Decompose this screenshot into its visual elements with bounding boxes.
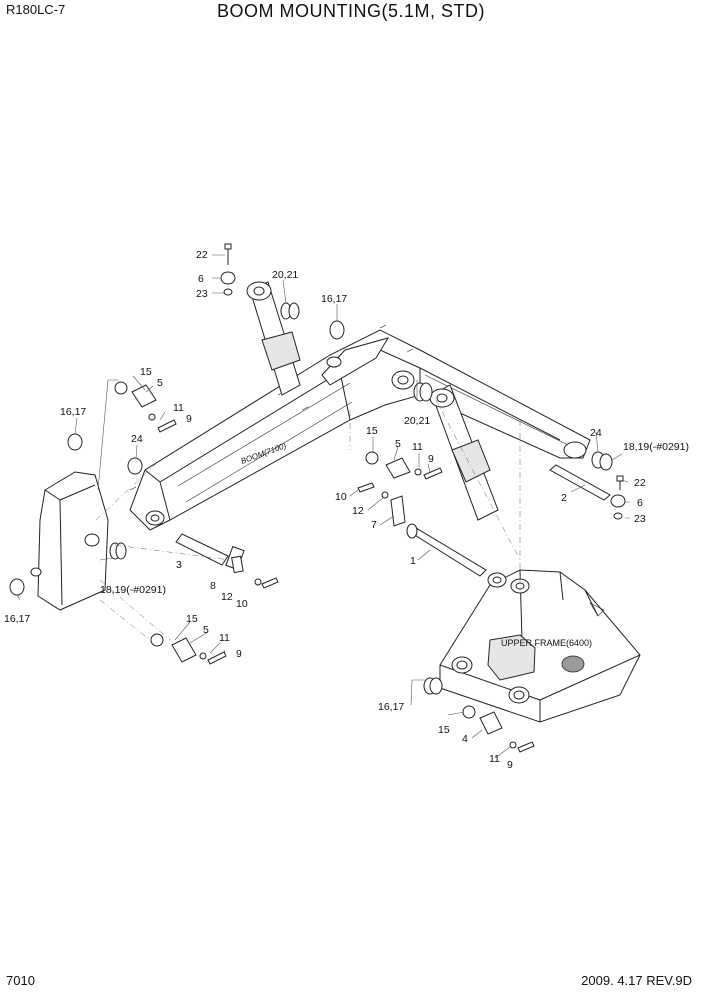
- upper-frame-note: UPPER FRAME(6400): [501, 638, 592, 648]
- callout: 3: [176, 559, 182, 571]
- callout: 16,17: [321, 293, 347, 305]
- callout: 2: [561, 492, 567, 504]
- boom-part: [129, 324, 591, 531]
- callout: 15: [186, 613, 198, 625]
- callout: 7: [371, 519, 377, 531]
- callout: 20,21: [272, 269, 298, 281]
- callout: 23: [196, 288, 208, 300]
- callout: 5: [203, 624, 209, 636]
- callout: 22: [196, 249, 208, 261]
- pin-1: [406, 523, 487, 577]
- callout: 9: [428, 453, 434, 465]
- pin-2: [549, 464, 611, 501]
- callout-labels: 22 6 23 20,21 16,17 15 5 11 9 16,17 24 3…: [4, 249, 689, 771]
- callout: 16,17: [4, 613, 30, 625]
- callout: 18,19(-#0291): [100, 584, 166, 596]
- callout: 15: [366, 425, 378, 437]
- callout: 1: [410, 555, 416, 567]
- callout: 6: [198, 273, 204, 285]
- callout: 6: [637, 497, 643, 509]
- boom-foot-cover: [30, 471, 109, 611]
- model-number: R180LC-7: [6, 2, 66, 17]
- callout: 16,17: [378, 701, 404, 713]
- callout: 4: [462, 733, 468, 745]
- boom-cylinder-upper: [246, 281, 301, 396]
- callout: 9: [186, 413, 192, 425]
- callout: 10: [335, 491, 347, 503]
- callout: 16,17: [60, 406, 86, 418]
- callout: 8: [210, 580, 216, 592]
- hardware: [9, 243, 626, 753]
- callout: 11: [412, 441, 423, 453]
- leader-lines: [16, 254, 630, 759]
- callout: 9: [236, 648, 242, 660]
- callout: 11: [173, 402, 184, 414]
- callout: 15: [140, 366, 152, 378]
- callout: 20,21: [404, 415, 430, 427]
- callout: 15: [438, 724, 450, 736]
- callout: 9: [507, 759, 513, 771]
- boom-cylinder-lower: [429, 384, 499, 521]
- callout: 5: [395, 438, 401, 450]
- callout: 12: [352, 505, 364, 517]
- callout: 24: [590, 427, 602, 439]
- page-title: BOOM MOUNTING(5.1M, STD): [217, 1, 485, 21]
- callout: 22: [634, 477, 646, 489]
- callout: 5: [157, 377, 163, 389]
- callout: 11: [489, 753, 500, 765]
- upper-frame-part: [439, 569, 641, 723]
- callout: 11: [219, 632, 230, 644]
- revision-date: 2009. 4.17 REV.9D: [581, 973, 692, 988]
- callout: 10: [236, 598, 248, 610]
- callout: 18,19(-#0291): [623, 441, 689, 453]
- page-number: 7010: [6, 973, 35, 988]
- callout: 24: [131, 433, 143, 445]
- callout: 23: [634, 513, 646, 525]
- callout: 12: [221, 591, 233, 603]
